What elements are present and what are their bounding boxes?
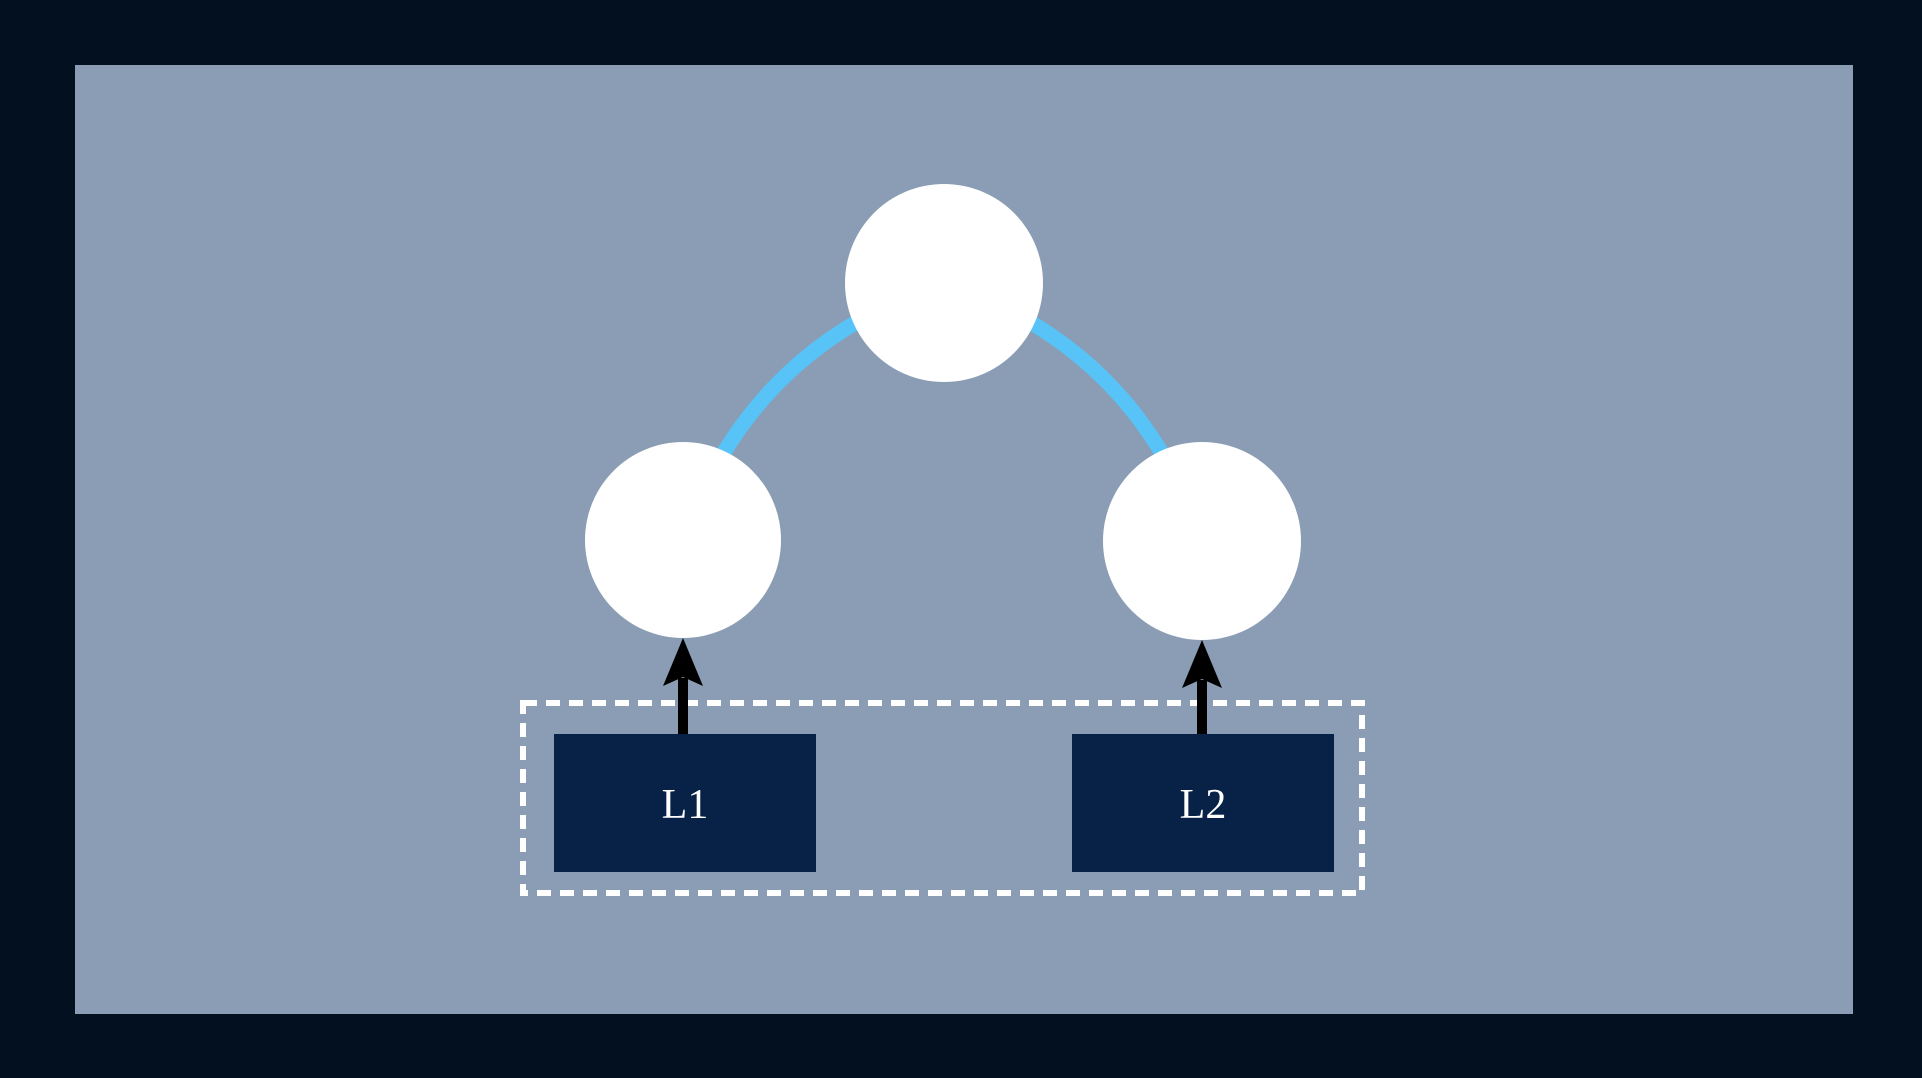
arrow-l1-to-left-node — [663, 638, 703, 736]
arrow-l1-head-icon — [663, 638, 703, 686]
top-node-circle — [845, 184, 1043, 382]
arrow-l2-head-icon — [1182, 640, 1222, 688]
right-node-circle — [1103, 442, 1301, 640]
input-box-l1-rect — [554, 734, 816, 872]
input-box-l2: L2 — [1072, 734, 1334, 872]
input-box-l2-rect — [1072, 734, 1334, 872]
input-group-dashed-outline — [520, 700, 1365, 896]
input-box-l1-label: L1 — [662, 782, 709, 828]
input-box-l2-label: L2 — [1180, 782, 1227, 828]
arrow-l2-to-right-node — [1182, 640, 1222, 737]
input-box-l1: L1 — [554, 734, 816, 872]
left-node-circle — [585, 442, 781, 638]
